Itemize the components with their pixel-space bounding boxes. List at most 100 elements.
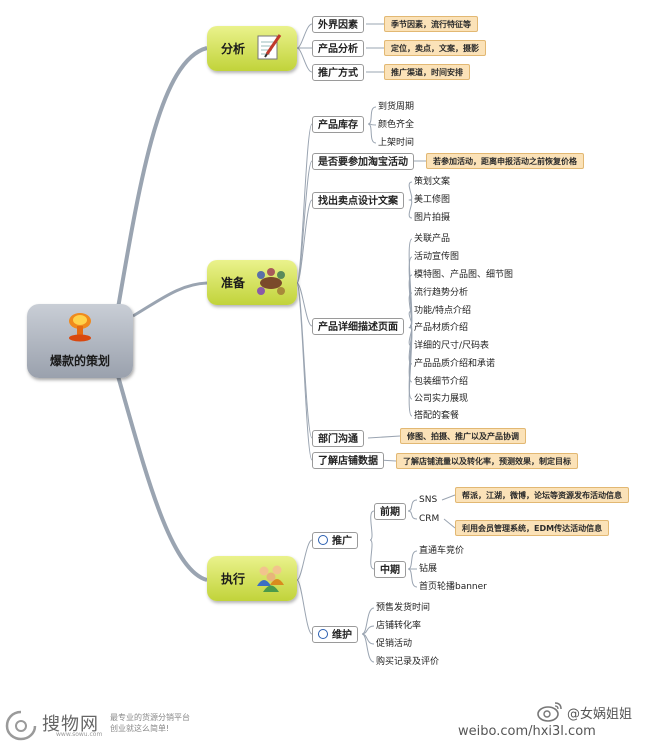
circle-icon (318, 629, 328, 639)
branch-analysis[interactable]: 分析 (207, 26, 297, 71)
leaf-mid-3: 首页轮播banner (419, 582, 487, 592)
leaf-detail-3: 模特图、产品图、细节图 (414, 270, 514, 280)
leaf-detail-7: 详细的尺寸/尺码表 (414, 341, 490, 351)
topic-product-analysis[interactable]: 产品分析 (312, 40, 364, 57)
topic-mid-stage[interactable]: 中期 (374, 561, 406, 578)
leaf-copy-3: 图片拍摄 (414, 213, 451, 223)
topic-dept-communication[interactable]: 部门沟通 (312, 430, 364, 447)
link-mid-leaf-0 (407, 550, 418, 570)
topic-detail-page[interactable]: 产品详细描述页面 (312, 318, 404, 335)
note-taobao-event: 若参加活动，距离申报活动之前恢复价格 (426, 153, 584, 169)
leaf-inventory-3: 上架时间 (378, 138, 415, 148)
notepad-pen-icon (255, 32, 283, 66)
leaf-detail-1: 关联产品 (414, 234, 451, 244)
leaf-detail-4: 流行趋势分析 (414, 288, 469, 298)
topic-inventory[interactable]: 产品库存 (312, 116, 364, 133)
leaf-sns: SNS (419, 495, 438, 505)
root-node[interactable]: 爆款的策划 (27, 304, 133, 378)
topic-maintain-label: 维护 (332, 630, 352, 641)
weibo-logo-icon (536, 700, 564, 726)
slogan: 最专业的货源分销平台 创业就这么简单! (110, 712, 190, 734)
link-prepare-topic-1 (296, 160, 313, 284)
leaf-maintain-3: 促销活动 (376, 639, 413, 649)
leaf-detail-2: 活动宣传图 (414, 252, 460, 262)
topic-taobao-event[interactable]: 是否要参加淘宝活动 (312, 153, 414, 170)
leaf-copy-1: 策划文案 (414, 177, 451, 187)
leaf-inventory-2: 颜色齐全 (378, 120, 415, 130)
slogan-line-1: 最专业的货源分销平台 (110, 713, 190, 722)
leaf-crm: CRM (419, 514, 440, 524)
leaf-maintain-1: 预售发货时间 (376, 603, 431, 613)
leaf-detail-9: 包装细节介绍 (414, 377, 469, 387)
root-label: 爆款的策划 (49, 354, 110, 368)
leaf-maintain-4: 购买记录及评价 (376, 657, 440, 667)
leaf-detail-8: 产品品质介绍和承诺 (414, 359, 496, 369)
leaf-detail-10: 公司实力展现 (414, 394, 469, 404)
note-crm: 利用会员管理系统，EDM传达活动信息 (455, 520, 610, 536)
link-inventory-leaf-2 (367, 123, 377, 144)
note-store-data: 了解店铺流量以及转化率，预测效果，制定目标 (396, 453, 578, 469)
topic-store-data[interactable]: 了解店铺数据 (312, 452, 384, 469)
team-people-icon (255, 562, 287, 596)
branch-analysis-label: 分析 (221, 42, 246, 56)
circle-icon (318, 535, 328, 545)
link-execute-topic-1 (296, 579, 313, 635)
link-prepare-topic-5 (296, 282, 313, 461)
link-detail-leaf-10 (408, 325, 413, 417)
weibo-handle: @女娲姐姐 (567, 707, 633, 722)
topic-external-factors[interactable]: 外界因素 (312, 16, 364, 33)
meeting-table-icon (255, 266, 287, 300)
link-inventory-leaf-0 (367, 106, 377, 125)
sowu-logo-icon (4, 708, 38, 742)
link-prepare-topic-2 (296, 199, 313, 284)
leaf-detail-5: 功能/特点介绍 (414, 306, 472, 316)
link-root-analysis (116, 46, 208, 309)
leaf-mid-1: 直通车竞价 (419, 546, 465, 556)
topic-promote[interactable]: 推广 (312, 532, 358, 549)
branch-execute[interactable]: 执行 (207, 556, 297, 601)
link-early-leaf-0 (407, 499, 418, 512)
link-promote-stage-1 (369, 539, 375, 570)
leaf-maintain-2: 店铺转化率 (376, 621, 422, 631)
link-analysis-topic-0 (296, 23, 313, 49)
topic-early-stage[interactable]: 前期 (374, 503, 406, 520)
link-promote-stage-0 (369, 510, 375, 541)
brand-name: 搜物网 (42, 714, 99, 735)
link-maintain-leaf-3 (361, 633, 375, 663)
topic-selling-points-copy[interactable]: 找出卖点设计文案 (312, 192, 404, 209)
branch-prepare[interactable]: 准备 (207, 260, 297, 305)
note-sns: 帮派，江湖，微博，论坛等资源发布活动信息 (455, 487, 629, 503)
link-prepare-topic-3 (296, 282, 313, 327)
leaf-copy-2: 美工修图 (414, 195, 451, 205)
note-external-factors: 季节因素，流行特征等 (384, 16, 478, 32)
link-root-execute (116, 375, 208, 582)
link-root-prepare (132, 281, 208, 318)
weibo-url: weibo.com/hxi3l.com (458, 724, 596, 739)
topic-promotion-method[interactable]: 推广方式 (312, 64, 364, 81)
link-note-crm (443, 518, 456, 529)
topic-maintain[interactable]: 维护 (312, 626, 358, 643)
note-promotion-method: 推广渠道，时间安排 (384, 64, 470, 80)
link-note-dept (367, 435, 401, 439)
link-note-sns (441, 494, 456, 501)
link-detail-leaf-3 (408, 292, 413, 327)
topic-promote-label: 推广 (332, 536, 352, 547)
brand-url: www.sowu.com (56, 731, 103, 738)
leaf-detail-6: 产品材质介绍 (414, 323, 469, 333)
branch-prepare-label: 准备 (221, 276, 246, 290)
link-copy-leaf-0 (408, 181, 413, 201)
note-dept-communication: 修图、拍摄、推广以及产品协调 (400, 428, 526, 444)
link-early-leaf-1 (407, 510, 418, 520)
branch-execute-label: 执行 (221, 572, 246, 586)
link-copy-leaf-2 (408, 199, 413, 219)
mushroom-cloud-icon (67, 312, 93, 346)
slogan-line-2: 创业就这么简单! (110, 724, 170, 733)
note-product-analysis: 定位，卖点，文案，摄影 (384, 40, 486, 56)
link-analysis-topic-2 (296, 47, 313, 73)
link-execute-topic-0 (296, 539, 313, 581)
leaf-inventory-1: 到货周期 (378, 102, 415, 112)
link-maintain-leaf-0 (361, 607, 375, 635)
leaf-detail-11: 搭配的套餐 (414, 411, 460, 421)
